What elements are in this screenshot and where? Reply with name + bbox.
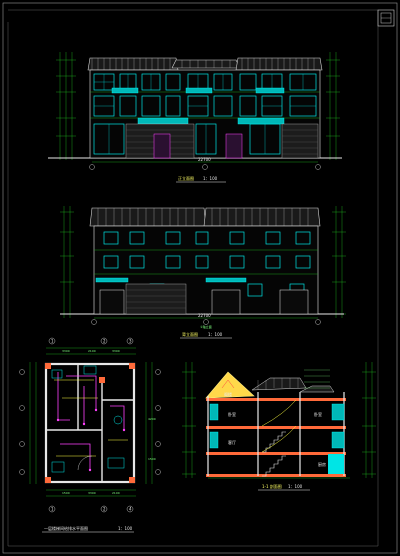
section-room-living: 客厅: [228, 439, 236, 445]
section-annotations: [304, 369, 330, 389]
plan-scale: 1：100: [118, 526, 133, 531]
plan-top-dim-3: 3300: [112, 349, 120, 353]
section-title: 1-1 剖面图 1：100: [258, 483, 310, 491]
section-scale: 1：100: [288, 484, 303, 489]
section-dimension-lines: [182, 362, 376, 479]
front-elevation: 22700 正立面图 1：100: [48, 52, 342, 183]
rear-elevation-title-text: 背立面图: [182, 331, 198, 337]
front-axis-bubbles: [89, 164, 321, 170]
plan-title-text: 一层楼梯间给排水平面图: [44, 525, 88, 531]
plan-wall-fill: [45, 363, 135, 483]
section-roofs: [205, 371, 335, 399]
plan-bottom-dim-3: 2100: [112, 491, 120, 495]
rear-elevation-scale: 1：100: [208, 332, 223, 337]
plan-bottom-dim-2: 3300: [88, 491, 96, 495]
rear-canopies: [95, 277, 247, 283]
section-room-kitchen: 厨房: [318, 461, 326, 467]
title-block-icon: [377, 9, 395, 27]
floor-plan: 1 2 3 1 2 4 3300 2100 3300 1500 3300 210…: [19, 337, 161, 533]
plan-axis-1-bottom: 1: [51, 507, 54, 512]
rear-axis-label: ②轴立面: [200, 324, 212, 329]
rear-roofline: [89, 207, 321, 227]
front-elevation-title-text: 正立面图: [178, 175, 194, 181]
front-width-dim: 22700: [198, 157, 211, 162]
plan-top-dim-2: 2100: [88, 349, 96, 353]
plan-bottom-dim-1: 1500: [62, 491, 70, 495]
plan-dimension-lines: [29, 347, 153, 497]
front-elevation-scale: 1：100: [203, 176, 218, 181]
front-stone-base: [125, 123, 319, 159]
plan-fixtures: [51, 365, 125, 473]
plan-top-dim-1: 3300: [62, 349, 70, 353]
section-title-text: 1-1 剖面图: [262, 483, 282, 489]
plan-axis-2: 2: [103, 339, 106, 344]
rear-garage-doors: [99, 289, 309, 315]
front-elevation-left-dimensions: [56, 52, 76, 160]
front-roofline: [87, 57, 323, 71]
plan-axis-3: 3: [129, 339, 132, 344]
rear-elevation-right-dimensions: [332, 206, 346, 318]
plan-side-dim-2: 1500: [148, 457, 156, 461]
section-room-bedroom-1: 卧室: [228, 411, 236, 417]
rear-axis-bubbles: [91, 319, 321, 325]
rear-windows: [103, 231, 311, 297]
section-slabs: [206, 398, 346, 477]
section-windows: [209, 403, 345, 449]
plan-axis-2-bottom: 2: [103, 507, 106, 512]
rear-elevation-title: 背立面图 1：100: [180, 331, 232, 339]
rear-elevation: 22700 ②轴立面 背立面图 1：100: [60, 206, 346, 339]
rear-stone-base: [125, 283, 187, 315]
section-room-attic: 阁楼: [224, 391, 232, 397]
plan-axis-4-bottom: 4: [129, 507, 132, 512]
plan-axis-1: 1: [51, 339, 54, 344]
section-1-1: 阁楼 卧室 卧室 客厅 厨房 1-1 剖面图 1：100: [182, 362, 376, 491]
front-balconies: [111, 87, 285, 125]
section-stairs: [261, 399, 297, 477]
plan-top-axis-bubbles: [48, 337, 134, 513]
section-room-bedroom-2: 卧室: [314, 411, 322, 417]
front-elevation-title: 正立面图 1：100: [176, 175, 226, 183]
plan-side-axis-bubbles: [19, 369, 161, 475]
plan-side-dim-1: 4200: [148, 417, 156, 421]
rear-width-dim: 22700: [198, 313, 211, 318]
plan-title: 一层楼梯间给排水平面图 1：100: [42, 525, 134, 533]
